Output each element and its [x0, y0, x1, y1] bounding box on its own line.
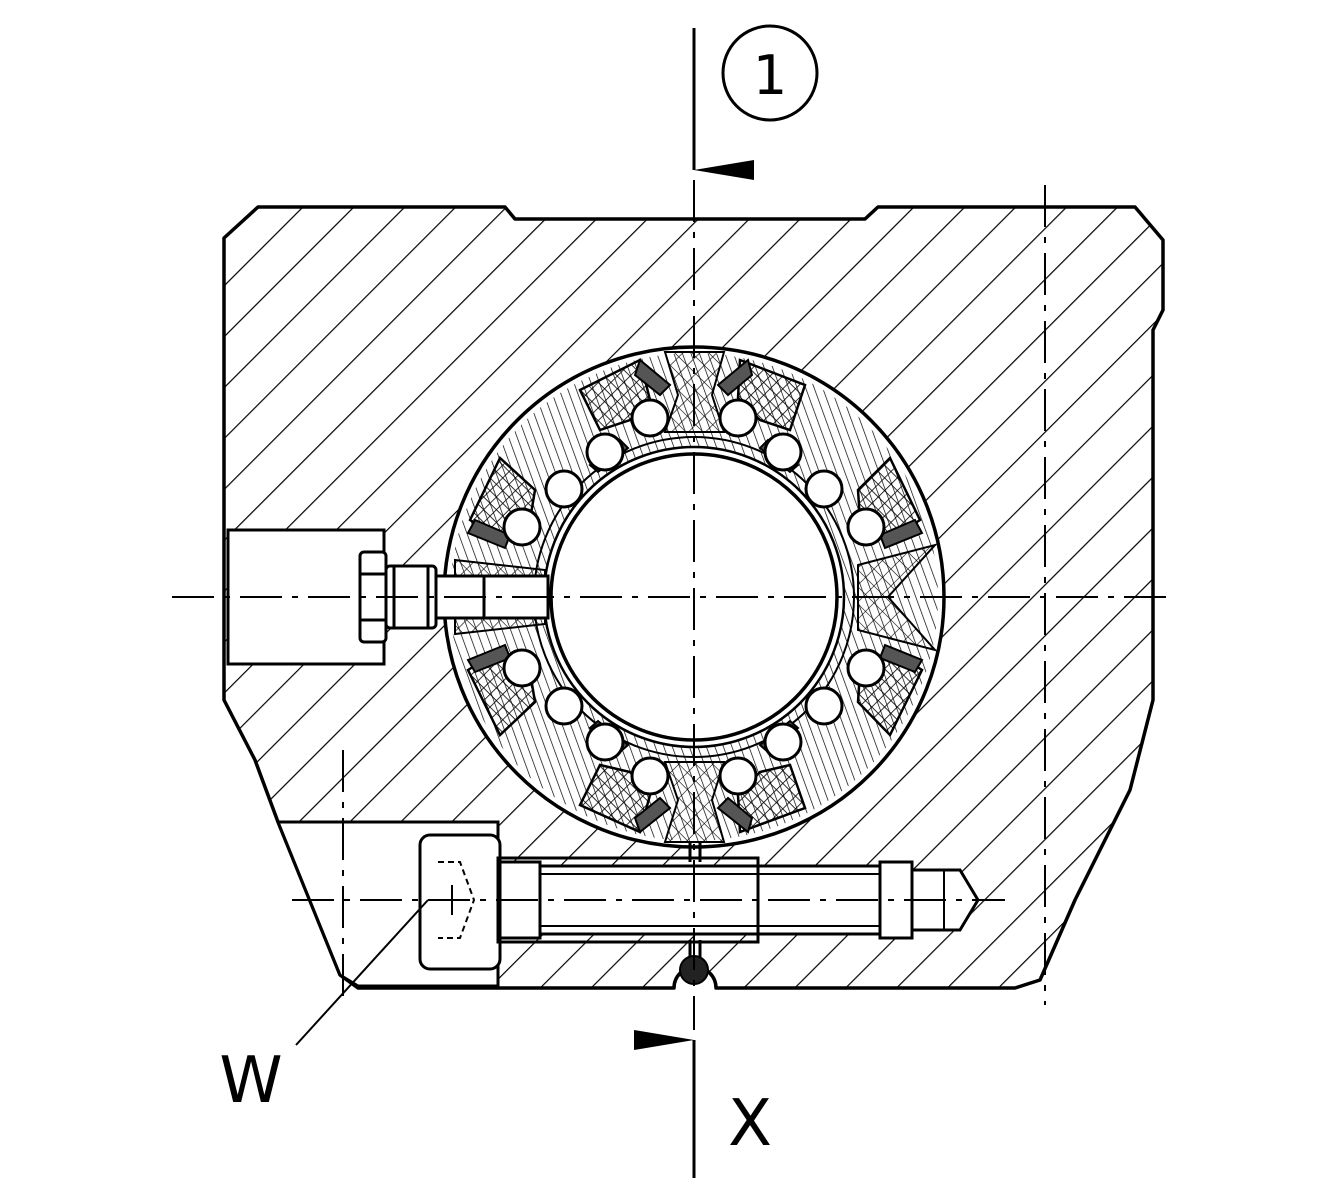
ball	[718, 398, 758, 438]
ball	[585, 432, 625, 472]
label-x: X	[728, 1087, 772, 1161]
callout-number: 1	[753, 44, 787, 107]
annotations	[295, 24, 819, 1178]
seal-lip-5	[466, 643, 512, 674]
ball	[846, 648, 886, 688]
seal-lip-4	[878, 518, 924, 550]
seal-lip-2	[716, 358, 754, 397]
seal-lip-1	[633, 358, 672, 397]
callout-circle	[721, 24, 819, 122]
w-leader-line	[295, 899, 429, 1046]
ball	[718, 756, 758, 796]
ball	[630, 756, 670, 796]
seal-lip-6	[878, 643, 924, 674]
ball	[630, 398, 670, 438]
ball	[544, 469, 584, 509]
ball	[544, 686, 584, 726]
ball	[585, 722, 625, 762]
ball	[763, 722, 803, 762]
ball	[763, 432, 803, 472]
cap-screw-hex-socket	[438, 861, 476, 939]
seal-lip-7	[633, 796, 672, 834]
cap-screw-head	[418, 833, 502, 971]
x-separator-right	[857, 543, 938, 652]
seal-lip-3	[466, 518, 512, 550]
ball	[502, 507, 542, 547]
ball	[804, 686, 844, 726]
ball	[846, 507, 886, 547]
seal-lip-8	[716, 796, 754, 834]
ball	[502, 648, 542, 688]
balls	[502, 398, 886, 796]
ball	[804, 469, 844, 509]
label-w: W	[219, 1044, 282, 1118]
center-lines	[172, 180, 1175, 1030]
